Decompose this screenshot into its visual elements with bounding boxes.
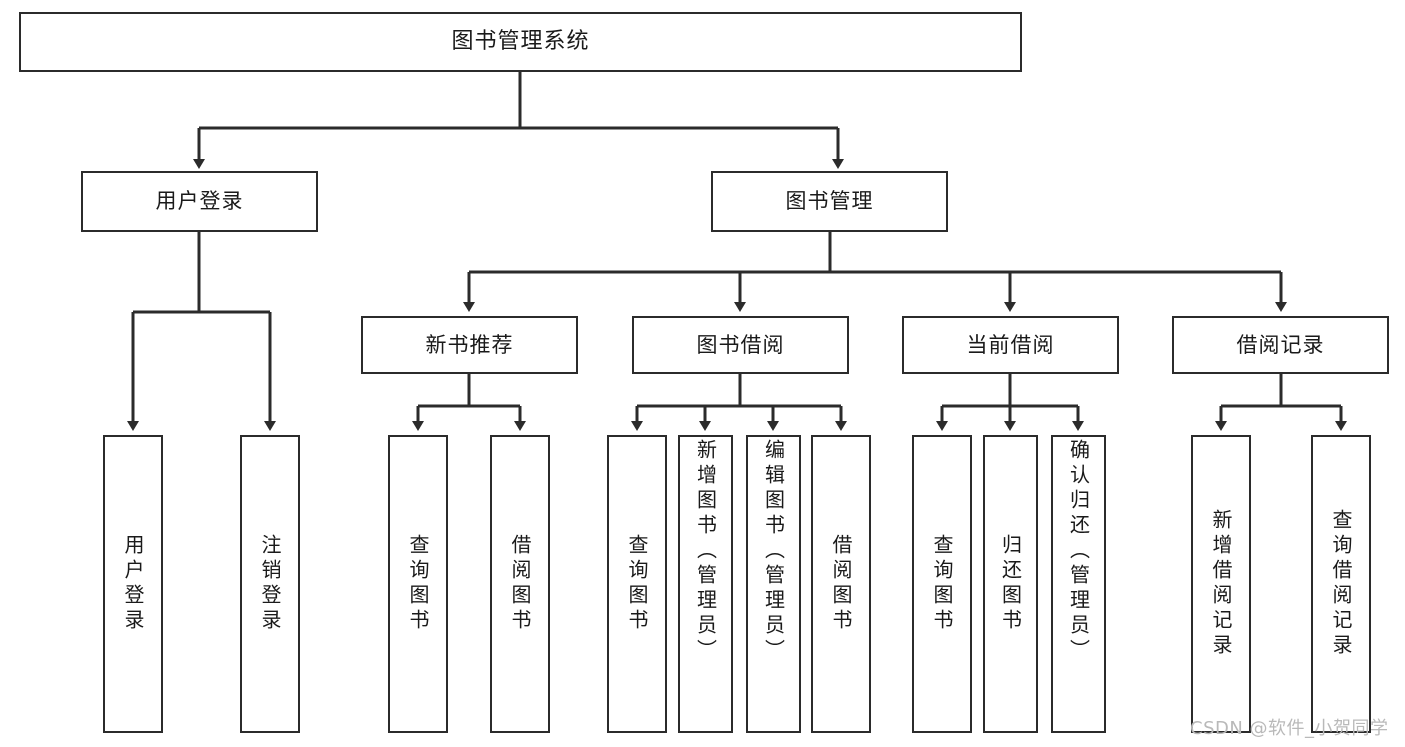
watermark-text: CSDN @软件_小贺同学 <box>1190 718 1389 739</box>
leaf-current-query-book[interactable]: 查询图书 <box>912 435 972 733</box>
node-label: 借阅图书 <box>829 534 853 634</box>
node-label: 用户登录 <box>155 189 244 214</box>
node-label: 用户登录 <box>121 534 145 634</box>
node-root-book-management-system[interactable]: 图书管理系统 <box>19 12 1022 72</box>
node-book-borrow[interactable]: 图书借阅 <box>632 316 849 374</box>
node-label: 图书管理系统 <box>451 29 590 55</box>
node-label: 借阅图书 <box>508 534 532 634</box>
leaf-borrow-add-book-admin[interactable]: 新增图书（管理员） <box>678 435 733 733</box>
node-label: 借阅记录 <box>1236 332 1325 357</box>
leaf-user-login-login[interactable]: 用户登录 <box>103 435 163 733</box>
node-label: 查询借阅记录 <box>1329 509 1353 659</box>
node-borrow-record[interactable]: 借阅记录 <box>1172 316 1389 374</box>
node-book-management[interactable]: 图书管理 <box>711 171 948 232</box>
node-label: 新书推荐 <box>425 332 514 357</box>
node-label: 确认归还（管理员） <box>1066 439 1091 664</box>
node-label: 图书借阅 <box>696 332 785 357</box>
leaf-current-confirm-return-admin[interactable]: 确认归还（管理员） <box>1051 435 1106 733</box>
leaf-record-add-record[interactable]: 新增借阅记录 <box>1191 435 1251 733</box>
leaf-user-login-logout[interactable]: 注销登录 <box>240 435 300 733</box>
leaf-recommend-query-book[interactable]: 查询图书 <box>388 435 448 733</box>
node-label: 当前借阅 <box>966 332 1055 357</box>
node-label: 归还图书 <box>998 534 1023 634</box>
node-user-login[interactable]: 用户登录 <box>81 171 318 232</box>
node-label: 编辑图书（管理员） <box>761 439 786 664</box>
leaf-recommend-borrow-book[interactable]: 借阅图书 <box>490 435 550 733</box>
leaf-borrow-edit-book-admin[interactable]: 编辑图书（管理员） <box>746 435 801 733</box>
node-label: 新增图书（管理员） <box>693 439 718 664</box>
leaf-borrow-query-book[interactable]: 查询图书 <box>607 435 667 733</box>
node-label: 查询图书 <box>930 534 954 634</box>
node-new-book-recommend[interactable]: 新书推荐 <box>361 316 578 374</box>
leaf-record-query-record[interactable]: 查询借阅记录 <box>1311 435 1371 733</box>
node-current-borrow[interactable]: 当前借阅 <box>902 316 1119 374</box>
node-label: 注销登录 <box>258 534 282 634</box>
node-label: 图书管理 <box>785 189 874 214</box>
leaf-current-return-book[interactable]: 归还图书 <box>983 435 1038 733</box>
leaf-borrow-borrow-book[interactable]: 借阅图书 <box>811 435 871 733</box>
node-label: 查询图书 <box>406 534 430 634</box>
node-label: 新增借阅记录 <box>1209 509 1233 659</box>
node-label: 查询图书 <box>625 534 649 634</box>
